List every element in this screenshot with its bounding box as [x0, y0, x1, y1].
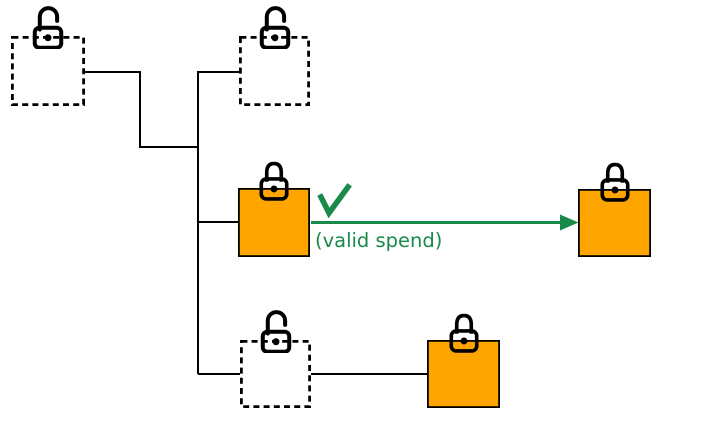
connector-branch-top [198, 71, 239, 73]
locked-padlock-icon [259, 161, 289, 201]
connector-trunk-vertical [197, 71, 199, 375]
unlocked-padlock-icon [32, 5, 64, 50]
connector-branch-bottom [198, 373, 240, 375]
connector-join-horizontal [139, 146, 199, 148]
connector-branch-middle [198, 221, 238, 223]
checkmark-icon [317, 183, 352, 218]
locked-padlock-icon [448, 313, 479, 353]
locked-padlock-icon [599, 162, 630, 202]
connector-bottom-spend [311, 373, 427, 375]
valid-spend-label: (valid spend) [315, 229, 443, 252]
unlocked-padlock-icon [259, 5, 290, 50]
connector-topleft-out [85, 71, 140, 73]
arrow-right-icon [311, 214, 579, 231]
connector-topleft-down [139, 71, 141, 148]
unlocked-padlock-icon [260, 309, 291, 354]
